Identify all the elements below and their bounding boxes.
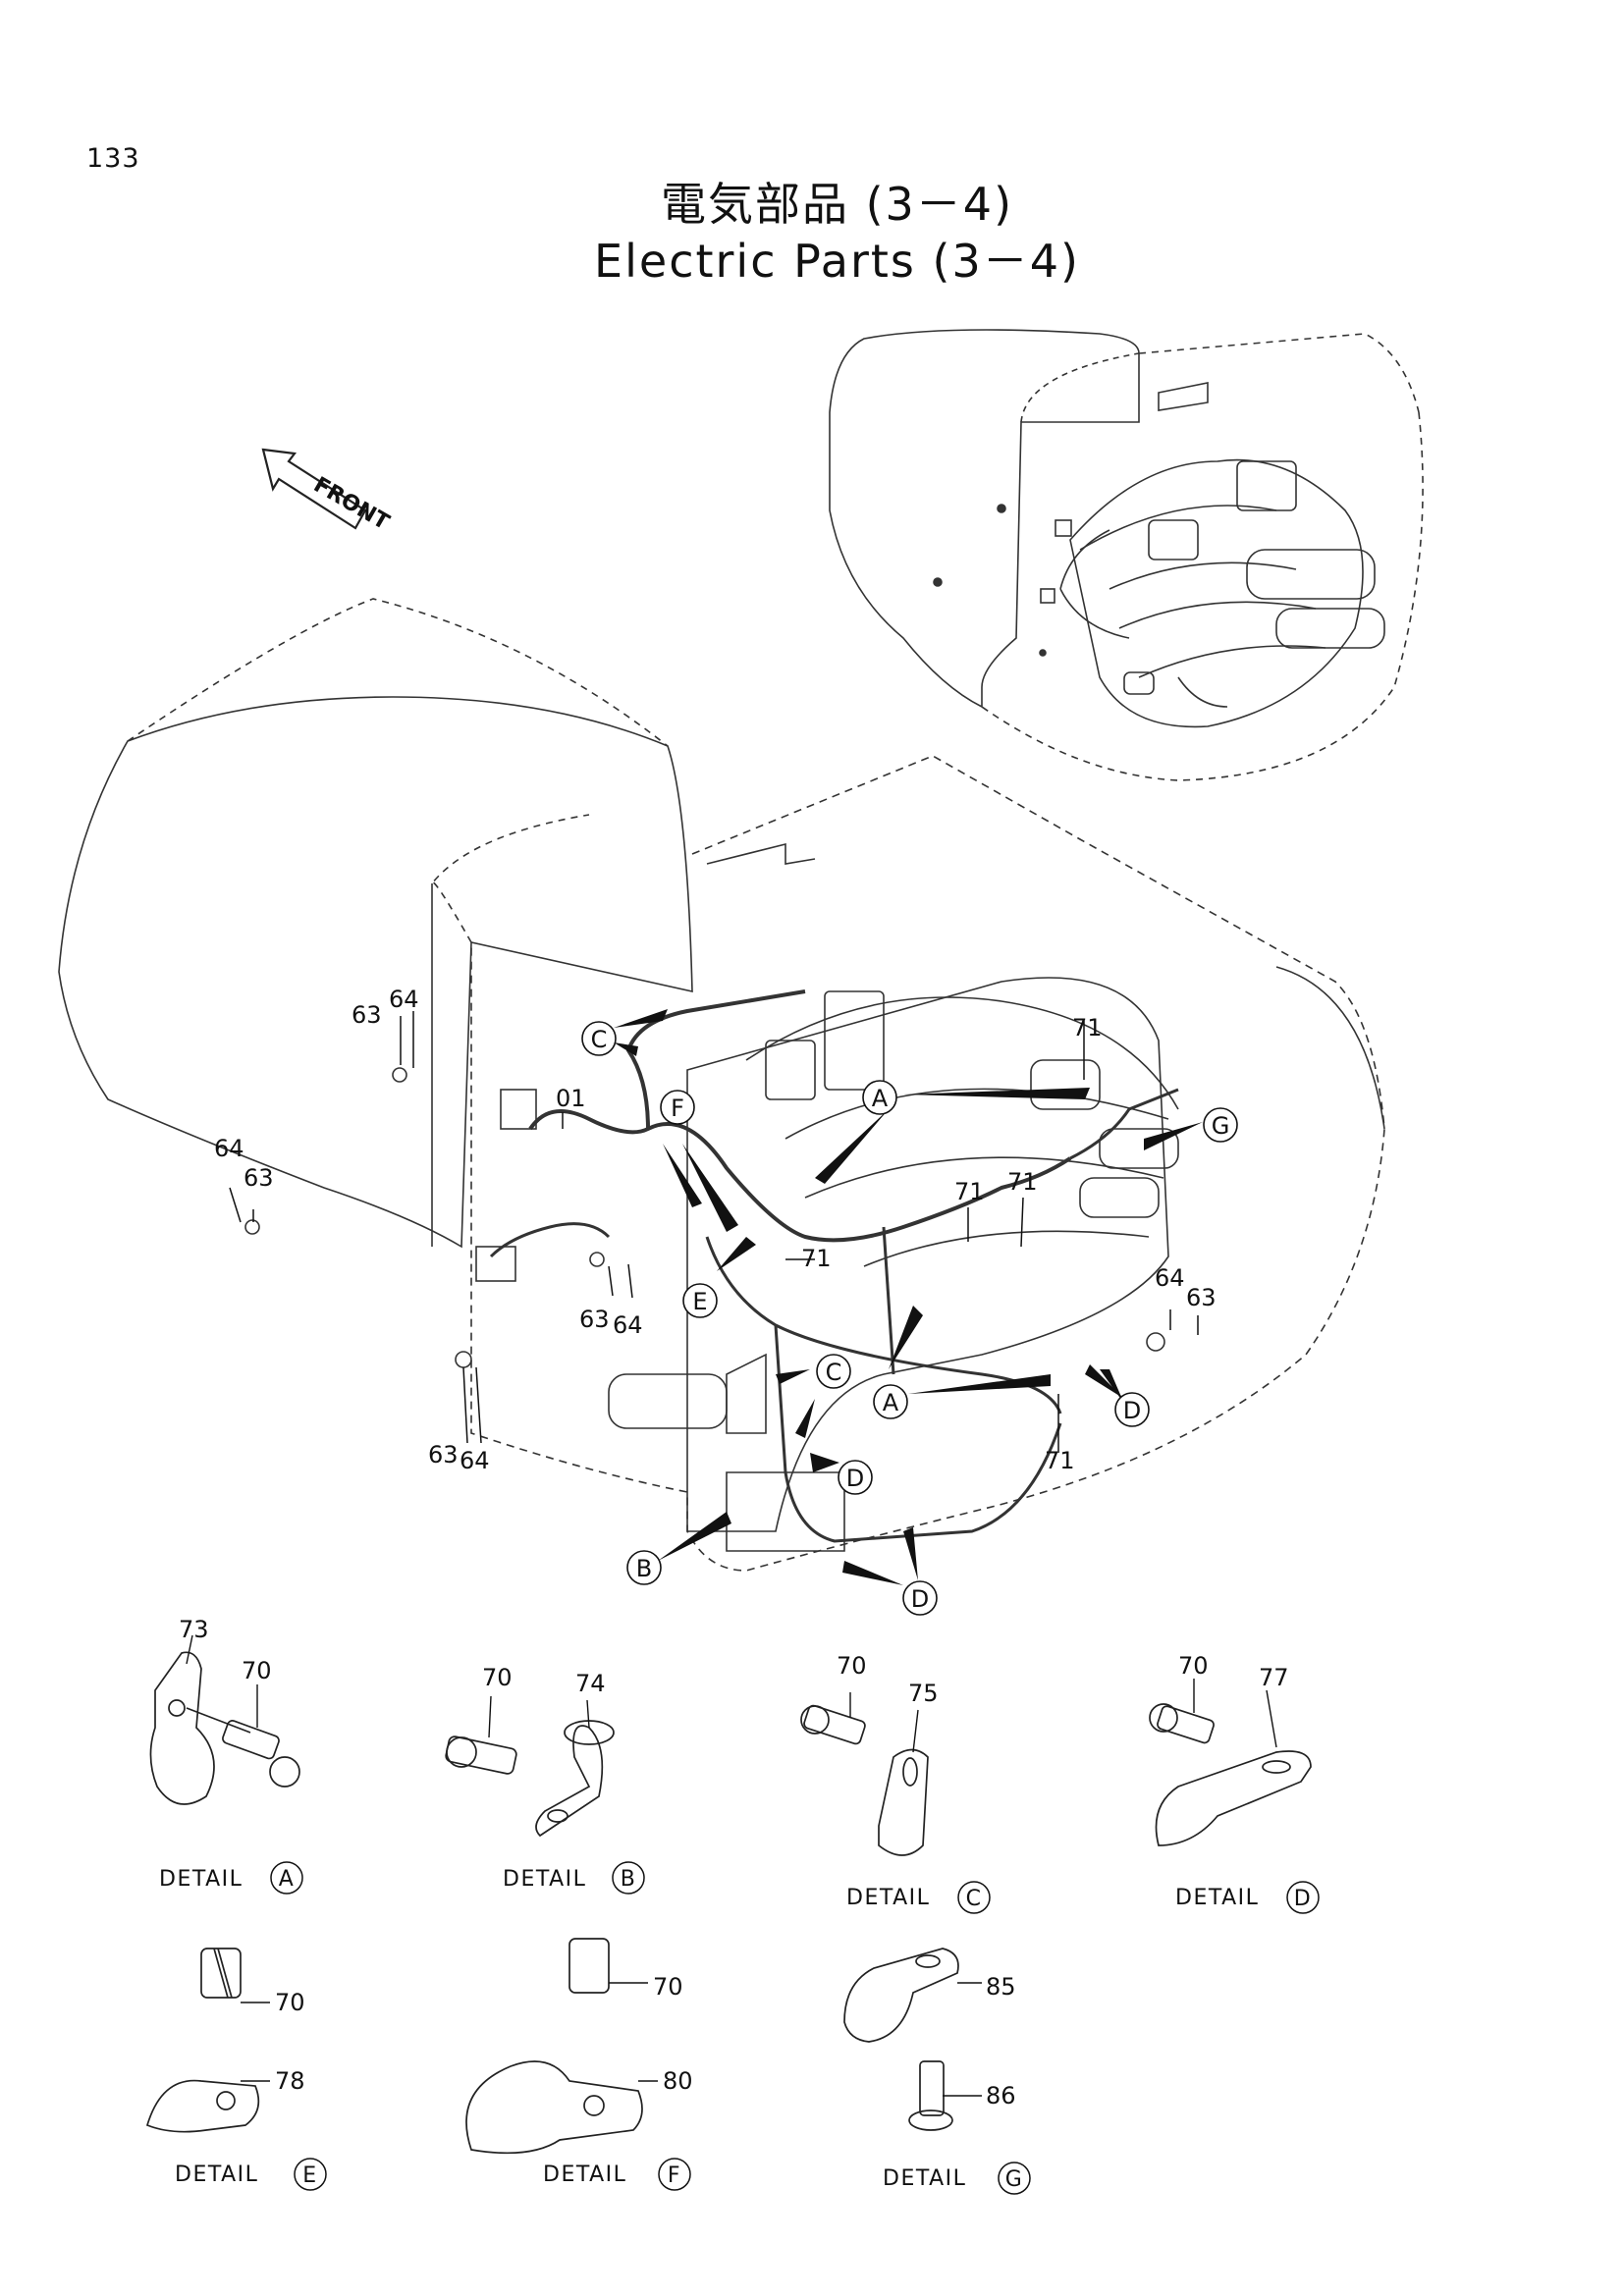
svg-text:DETAIL: DETAIL <box>1175 1886 1259 1910</box>
detail-leaders <box>186 1634 1277 2097</box>
callout-g: G <box>1203 1107 1238 1143</box>
label-71: 71 <box>1007 1168 1038 1196</box>
callout-pointers <box>614 1009 1203 1585</box>
detail-f-caption: DETAIL F <box>543 2158 691 2191</box>
label-74: 74 <box>575 1670 606 1697</box>
detail-d-caption: DETAIL D <box>1175 1881 1320 1914</box>
svg-text:DETAIL: DETAIL <box>883 2166 966 2191</box>
svg-text:C: C <box>826 1359 842 1386</box>
label-75: 75 <box>908 1680 939 1707</box>
label-86: 86 <box>986 2082 1016 2109</box>
svg-text:D: D <box>911 1585 929 1613</box>
svg-text:F: F <box>671 1095 684 1122</box>
label-70: 70 <box>653 1973 683 2001</box>
label-64: 64 <box>460 1447 490 1474</box>
label-85: 85 <box>986 1973 1016 2001</box>
label-77: 77 <box>1259 1664 1289 1691</box>
detail-e-caption: DETAIL E <box>175 2158 327 2191</box>
label-71: 71 <box>954 1178 985 1205</box>
label-70: 70 <box>275 1989 305 2016</box>
detail-a-caption: DETAIL A <box>159 1861 303 1895</box>
detail-captions: DETAIL A DETAIL B DETAIL C DETAIL D DETA… <box>159 1861 1320 2195</box>
label-70: 70 <box>1178 1652 1209 1680</box>
callout-e: E <box>682 1283 718 1318</box>
svg-text:E: E <box>692 1288 707 1315</box>
page-number: 133 <box>86 143 140 174</box>
callout-d: D <box>1114 1392 1150 1427</box>
callout-b: B <box>626 1550 662 1585</box>
svg-text:C: C <box>591 1026 608 1053</box>
part-labels-main: 63 64 64 63 01 71 71 71 71 63 64 64 63 7… <box>214 986 1217 1474</box>
label-71: 71 <box>801 1245 832 1272</box>
label-63: 63 <box>243 1164 274 1192</box>
svg-text:A: A <box>883 1389 899 1416</box>
label-63: 63 <box>352 1001 382 1029</box>
svg-text:DETAIL: DETAIL <box>846 1886 930 1910</box>
svg-text:D: D <box>846 1465 864 1492</box>
detail-b-caption: DETAIL B <box>503 1861 645 1895</box>
label-71: 71 <box>1045 1447 1075 1474</box>
svg-text:B: B <box>636 1555 652 1582</box>
label-70: 70 <box>242 1657 272 1684</box>
label-64: 64 <box>214 1135 244 1162</box>
svg-text:E: E <box>302 2163 317 2188</box>
label-63: 63 <box>579 1306 610 1333</box>
detail-part-labels: 73 70 70 74 70 75 70 77 70 78 70 80 85 8… <box>179 1616 1289 2109</box>
svg-text:D: D <box>1123 1397 1141 1424</box>
svg-text:DETAIL: DETAIL <box>175 2163 258 2187</box>
callout-circles-main: C F A G E C A D D B D <box>581 1021 1238 1616</box>
svg-text:C: C <box>966 1887 983 1911</box>
detail-g-caption: DETAIL G <box>883 2162 1031 2195</box>
title-japanese: 電気部品 (3－4) <box>660 178 1014 231</box>
label-78: 78 <box>275 2067 305 2095</box>
label-64: 64 <box>389 986 419 1013</box>
label-70: 70 <box>482 1664 513 1691</box>
label-80: 80 <box>663 2067 693 2095</box>
title-english: Electric Parts (3－4) <box>594 235 1080 288</box>
svg-text:A: A <box>872 1085 889 1112</box>
front-arrow: FRONT <box>261 448 393 535</box>
inset-machine-view <box>829 329 1424 781</box>
svg-text:DETAIL: DETAIL <box>503 1867 586 1892</box>
label-73: 73 <box>179 1616 209 1643</box>
callout-c: C <box>816 1354 851 1389</box>
callout-a: A <box>873 1384 908 1419</box>
svg-text:D: D <box>1294 1887 1312 1911</box>
label-64: 64 <box>1155 1264 1185 1292</box>
svg-text:F: F <box>668 2163 681 2188</box>
detail-c-caption: DETAIL C <box>846 1881 991 1914</box>
label-01: 01 <box>556 1085 586 1112</box>
svg-text:DETAIL: DETAIL <box>159 1867 243 1892</box>
svg-text:A: A <box>279 1867 296 1892</box>
callout-d: D <box>838 1460 873 1495</box>
callout-f: F <box>660 1090 695 1125</box>
main-machine-view <box>58 598 1385 1572</box>
svg-text:G: G <box>1005 2167 1024 2192</box>
callout-a: A <box>862 1080 897 1115</box>
svg-text:G: G <box>1212 1112 1230 1140</box>
label-63: 63 <box>428 1441 459 1468</box>
callout-d: D <box>902 1580 938 1616</box>
leader-lines <box>229 1011 1199 1453</box>
detail-drawings <box>145 1651 1312 2155</box>
label-70: 70 <box>837 1652 867 1680</box>
label-71: 71 <box>1072 1014 1103 1041</box>
label-63: 63 <box>1186 1284 1217 1311</box>
svg-text:DETAIL: DETAIL <box>543 2163 626 2187</box>
svg-text:B: B <box>621 1867 637 1892</box>
callout-c: C <box>581 1021 617 1056</box>
label-64: 64 <box>613 1311 643 1339</box>
